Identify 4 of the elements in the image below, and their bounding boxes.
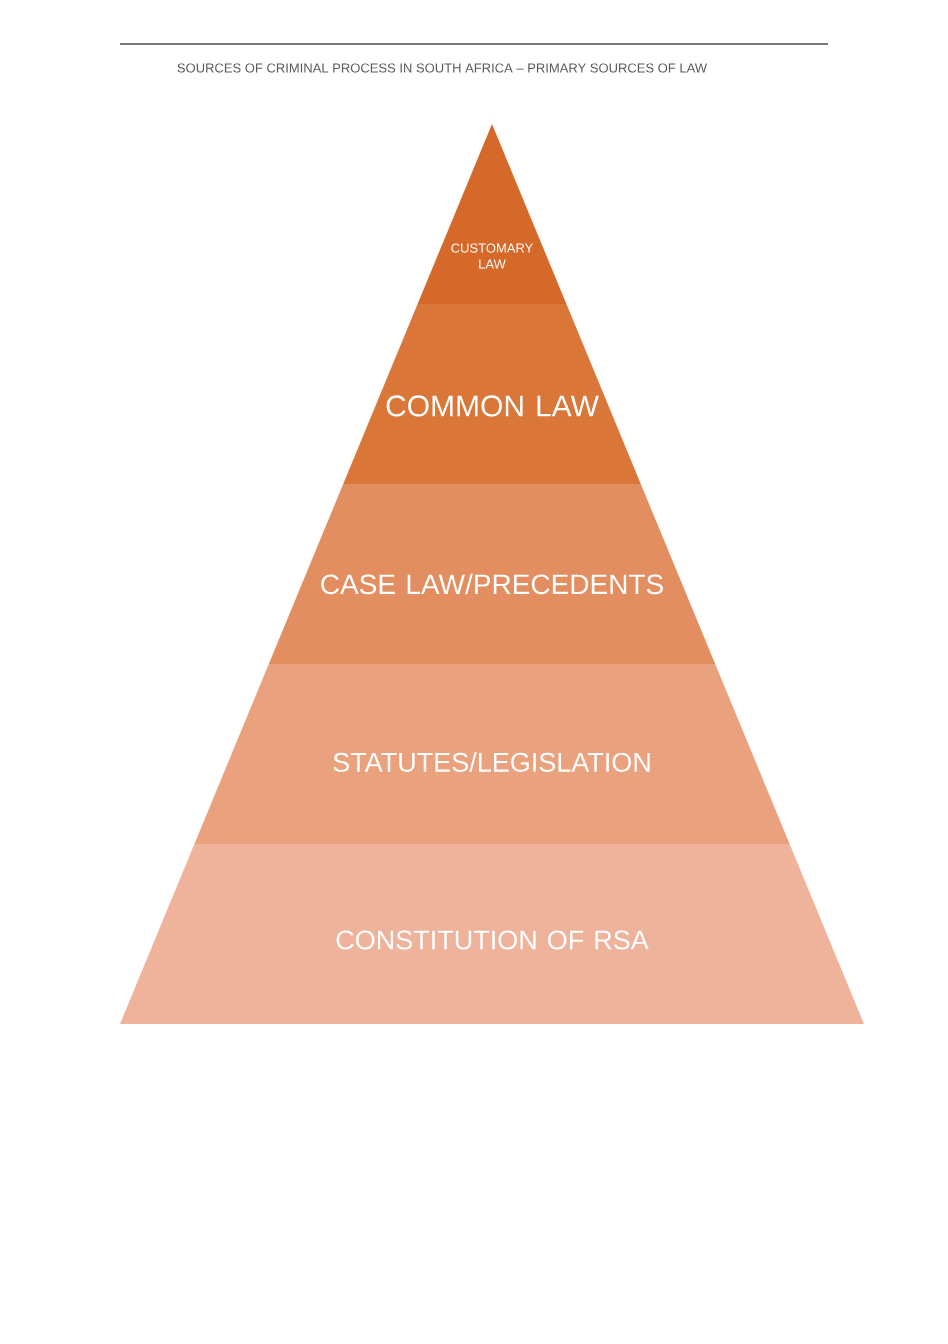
pyramid-level: STATUTES/LEGISLATION — [194, 664, 790, 844]
pyramid-level: COMMON LAW — [343, 304, 641, 484]
pyramid-level: CASE LAW/PRECEDENTS — [268, 484, 716, 664]
pyramid-level: CONSTITUTION OF RSA — [120, 844, 864, 1024]
